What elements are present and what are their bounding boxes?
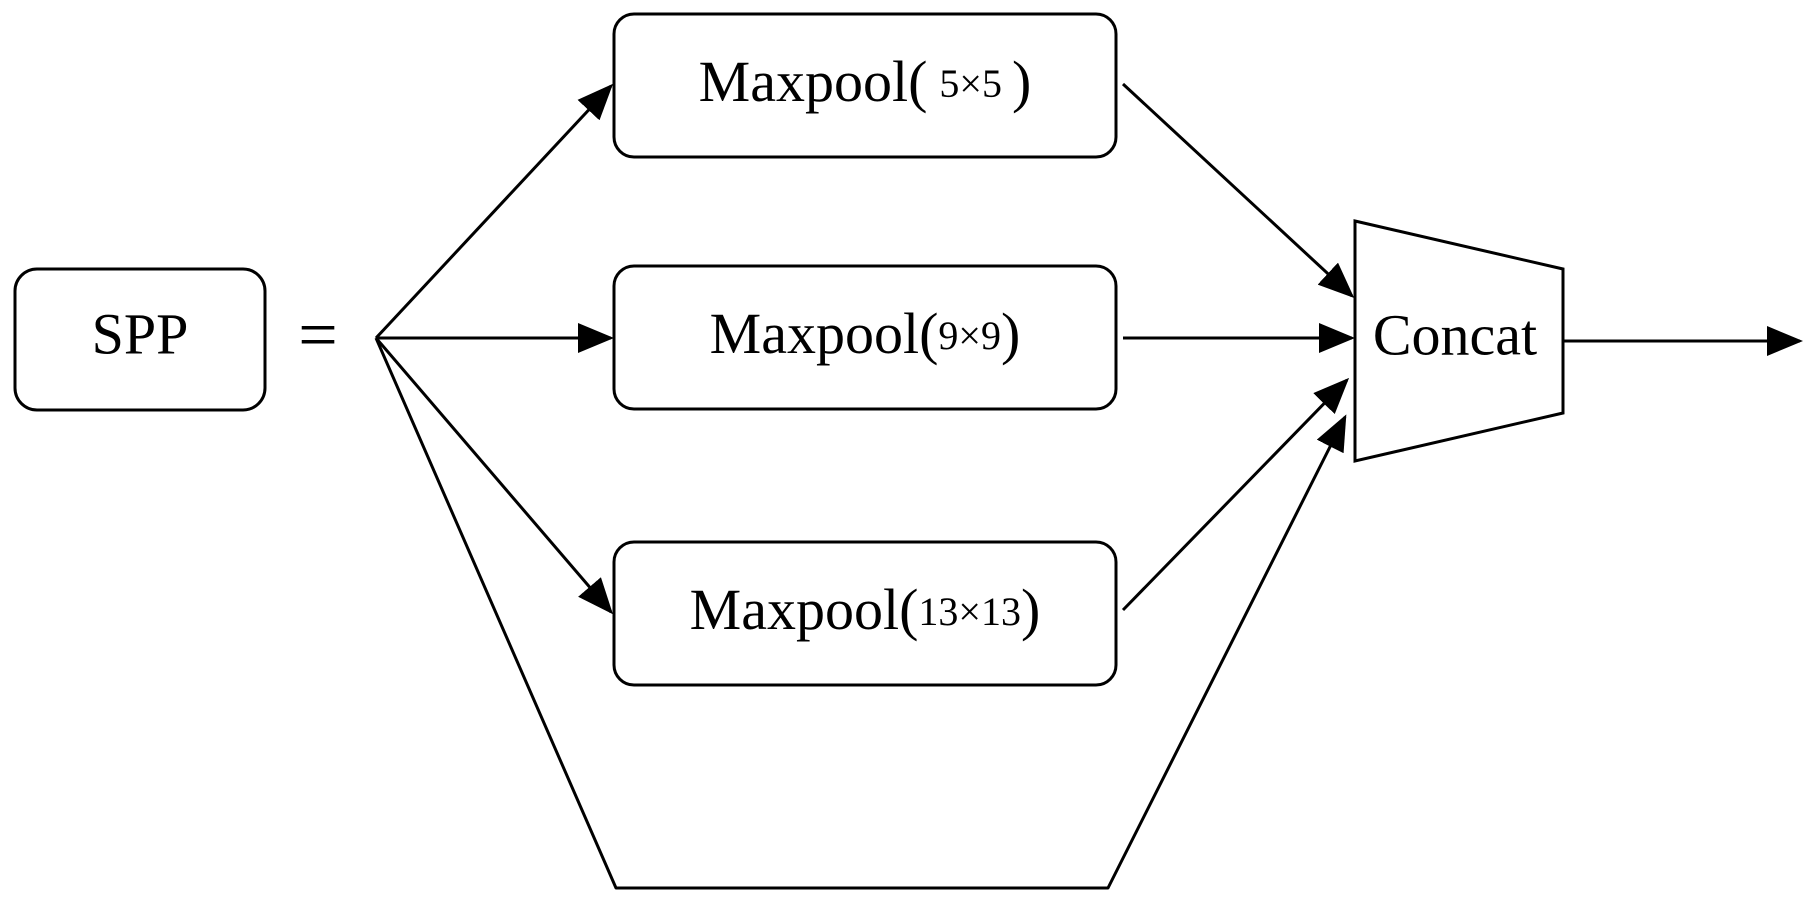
concat-node: Concat xyxy=(1353,219,1565,463)
edge-pool-13-to-concat xyxy=(1121,377,1350,612)
pool-close-5x5: ) xyxy=(1012,49,1031,114)
pool-label-9x9: Maxpool(9×9) xyxy=(710,301,1021,366)
pool-size-9x9: 9×9 xyxy=(938,313,1001,358)
edge-split-to-pool-13 xyxy=(374,337,613,615)
pool-node-9x9: Maxpool(9×9) xyxy=(612,264,1118,411)
pool-box-9x9 xyxy=(612,264,1118,411)
pool-node-13x13: Maxpool(13×13) xyxy=(612,540,1118,687)
pool-label-5x5: Maxpool(5×5) xyxy=(699,49,1032,114)
edge-pool-5-to-concat xyxy=(1121,82,1355,299)
edge-identity-shortcut xyxy=(374,337,1347,890)
pool-box-5x5 xyxy=(612,12,1118,159)
pool-size-13x13: 13×13 xyxy=(918,589,1021,634)
concat-label: Concat xyxy=(1373,302,1537,367)
edge-split-to-pool-5 xyxy=(374,83,614,340)
pool-label-13x13: Maxpool(13×13) xyxy=(690,577,1041,642)
spp-box xyxy=(13,267,267,412)
concat-trapezoid xyxy=(1353,219,1565,463)
pool-node-5x5: Maxpool(5×5) xyxy=(612,12,1118,159)
equals-sign: = xyxy=(298,297,337,374)
spp-node: SPP xyxy=(13,267,267,412)
pool-name-13x13: Maxpool( xyxy=(690,577,919,642)
pool-name-9x9: Maxpool( xyxy=(710,301,939,366)
pool-close-13x13: ) xyxy=(1021,577,1040,642)
pool-close-9x9: ) xyxy=(1001,301,1020,366)
pool-box-13x13 xyxy=(612,540,1118,687)
pool-name-5x5: Maxpool( xyxy=(699,49,928,114)
spp-label: SPP xyxy=(92,301,189,366)
pool-size-5x5: 5×5 xyxy=(939,61,1002,106)
